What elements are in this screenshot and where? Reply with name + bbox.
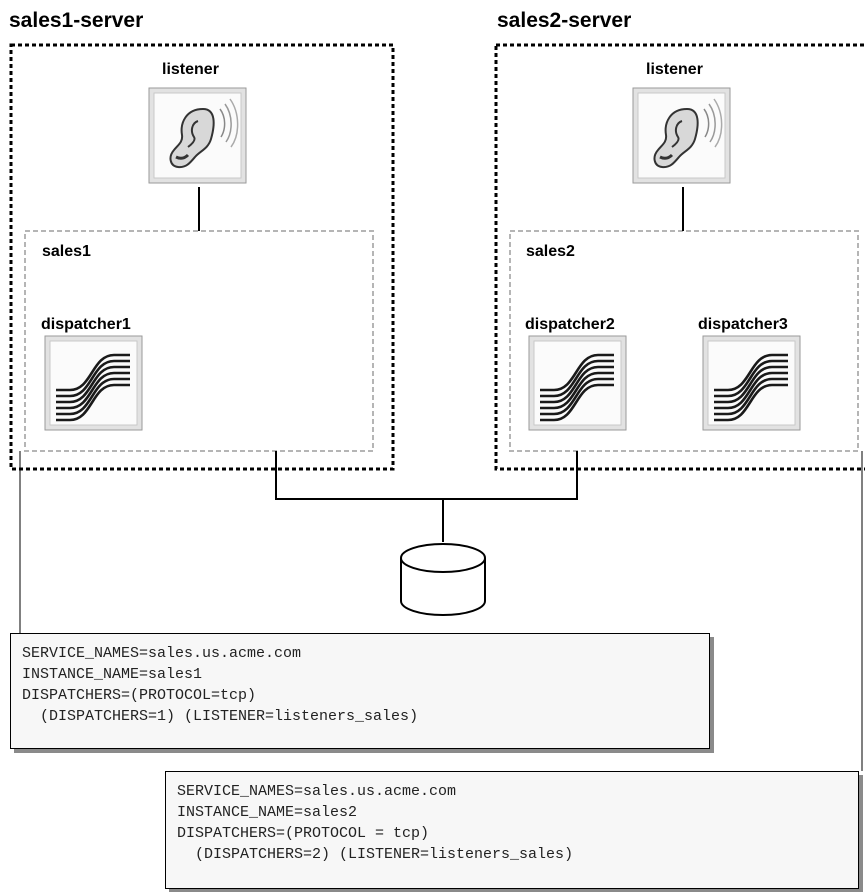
wave-line: [540, 365, 614, 404]
database-cylinder-icon: [400, 543, 486, 616]
sales1-instance-border: [24, 230, 374, 452]
sales1-server-border: [9, 43, 395, 471]
wave-line: [540, 353, 614, 392]
wave-line: [714, 353, 788, 392]
config-line: SERVICE_NAMES=sales.us.acme.com: [177, 783, 457, 800]
sales2-server-title: sales2-server: [497, 9, 632, 32]
wave-lines-icon: [44, 335, 143, 431]
sales2-init-parameters: SERVICE_NAMES=sales.us.acme.com INSTANCE…: [165, 771, 859, 889]
wave-line: [56, 371, 130, 410]
wave-line: [714, 365, 788, 404]
dispatcher1-label: dispatcher1: [41, 316, 131, 333]
config-line: INSTANCE_NAME=sales1: [22, 666, 203, 683]
wave-line: [540, 359, 614, 398]
config-line: SERVICE_NAMES=sales.us.acme.com: [22, 645, 302, 662]
config-line: (DISPATCHERS=1) (LISTENER=listeners_sale…: [22, 708, 419, 725]
wave-line: [540, 377, 614, 416]
dispatcher2-label: dispatcher2: [525, 316, 615, 333]
wave-line: [56, 359, 130, 398]
sales2-instance-label: sales2: [526, 243, 575, 260]
wave-line: [56, 383, 130, 422]
sales1-instance-label: sales1: [42, 243, 91, 260]
sales2-server-border: [494, 43, 865, 471]
dispatcher3-label: dispatcher3: [698, 316, 788, 333]
sales2-instance-border: [509, 230, 859, 452]
instances-database-connector: [275, 451, 578, 500]
sales1-server-title: sales1-server: [9, 9, 144, 32]
wave-line: [714, 359, 788, 398]
sales1-listener-label: listener: [162, 61, 219, 78]
config-line: INSTANCE_NAME=sales2: [177, 804, 358, 821]
config-line: (DISPATCHERS=2) (LISTENER=listeners_sale…: [177, 846, 574, 863]
sales1-init-parameters: SERVICE_NAMES=sales.us.acme.com INSTANCE…: [10, 633, 710, 749]
ear-icon: [632, 87, 731, 184]
wave-line: [714, 377, 788, 416]
wave-lines-icon: [702, 335, 801, 431]
wave-line: [540, 383, 614, 422]
wave-line: [56, 353, 130, 392]
sales2-listener-label: listener: [646, 61, 703, 78]
config-line: DISPATCHERS=(PROTOCOL = tcp): [177, 825, 430, 842]
wave-line: [714, 383, 788, 422]
ear-icon: [148, 87, 247, 184]
config-line: DISPATCHERS=(PROTOCOL=tcp): [22, 687, 257, 704]
wave-line: [540, 371, 614, 410]
wave-lines-icon: [528, 335, 627, 431]
wave-line: [714, 371, 788, 410]
wave-line: [56, 365, 130, 404]
wave-line: [56, 377, 130, 416]
